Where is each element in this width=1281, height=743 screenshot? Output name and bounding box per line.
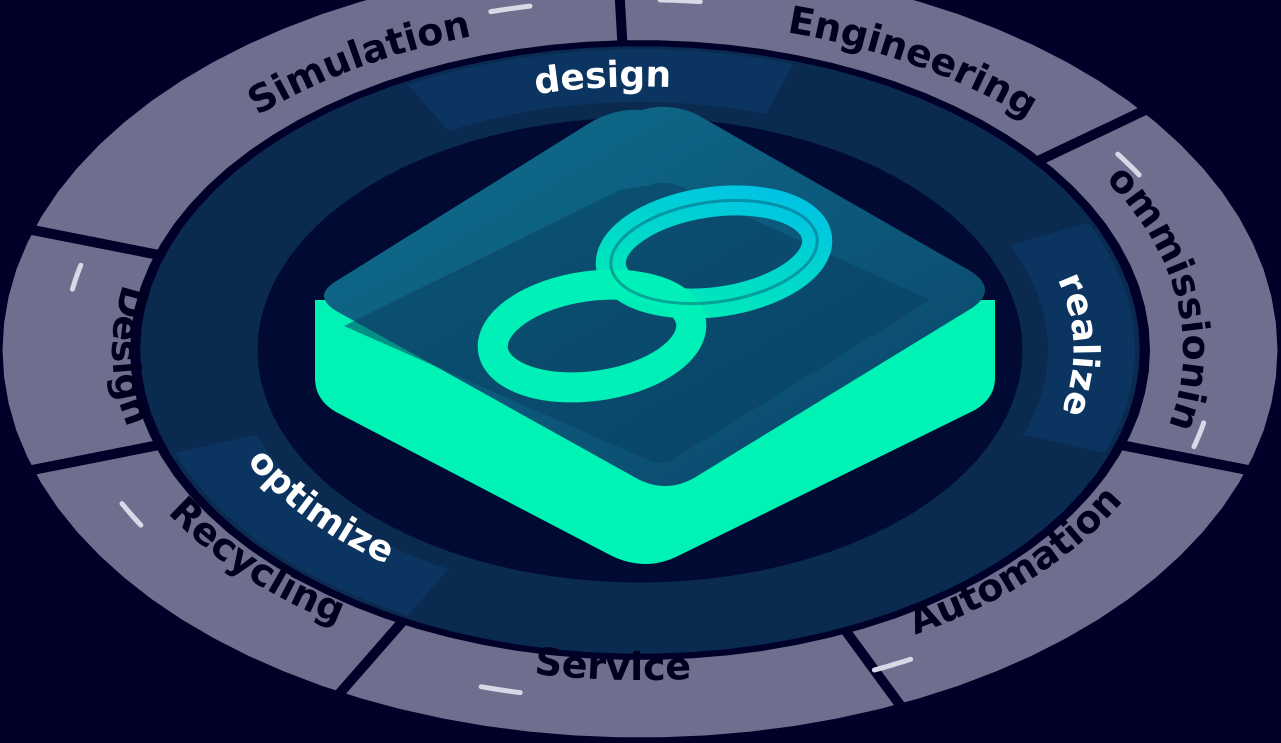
segment-divider: [27, 224, 161, 261]
dash-mark: [478, 684, 523, 696]
tile-inset: [344, 182, 930, 463]
phase-band: [407, 49, 793, 131]
ring-dash-marks: [70, 0, 1207, 696]
segment-divider: [27, 439, 161, 476]
center-tile: [315, 106, 995, 564]
loop-upper-edge: [609, 198, 819, 306]
phase-bands: [175, 49, 1135, 616]
dash-mark: [1115, 151, 1142, 178]
loop-lower: [477, 269, 707, 403]
dash-mark: [119, 501, 144, 528]
phase-band: [175, 434, 449, 616]
dash-mark: [70, 262, 84, 292]
dash-mark: [1191, 420, 1207, 450]
infinity-loop-icon: [477, 185, 833, 403]
loop-upper: [595, 185, 833, 319]
phase-label-design: design: [532, 54, 672, 103]
segment-divider: [1119, 439, 1253, 476]
dash-mark: [657, 0, 703, 5]
phase-band: [1009, 222, 1135, 453]
dash-mark: [871, 656, 914, 673]
segment-divider: [334, 617, 407, 699]
segment-divider: [1035, 105, 1149, 166]
dash-mark: [488, 3, 533, 15]
segment-divider: [614, 0, 628, 44]
segment-label-service: Service: [533, 639, 692, 689]
